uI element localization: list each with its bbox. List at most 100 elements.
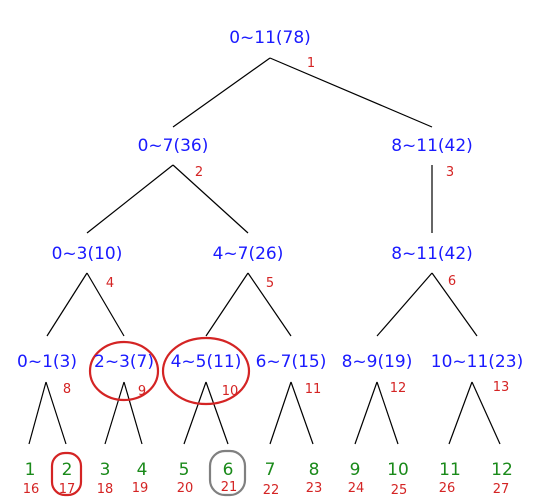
edge-8-16 <box>28 381 47 445</box>
edge-2-5 <box>172 164 249 234</box>
edge-9-18 <box>104 381 125 445</box>
edge-10-21 <box>205 381 229 445</box>
leaf-value: 12 <box>491 460 513 480</box>
edge-12-25 <box>376 381 399 445</box>
node-index: 10 <box>222 384 239 399</box>
node-index: 12 <box>390 381 407 396</box>
leaf-value: 3 <box>100 460 111 480</box>
leaf-value: 7 <box>265 460 276 480</box>
edge-5-10 <box>205 272 249 337</box>
leaf-node: 7 22 <box>263 460 280 498</box>
leaf-value: 5 <box>179 460 190 480</box>
edge-1-3 <box>269 57 433 128</box>
leaf-value: 1 <box>25 460 36 480</box>
tree-node: 4~7(26) 5 <box>213 244 284 291</box>
leaf-index: 23 <box>306 481 323 496</box>
node-label: 10~11(23) <box>431 352 523 372</box>
edge-9-19 <box>123 381 143 445</box>
leaf-node: 5 20 <box>177 460 194 496</box>
highlights <box>50 336 251 497</box>
edge-6-13 <box>431 272 478 337</box>
node-label: 6~7(15) <box>256 352 327 372</box>
highlight-ring-leaf-17 <box>50 451 83 497</box>
node-label: 4~5(11) <box>171 352 242 372</box>
node-index: 2 <box>195 165 203 180</box>
leaf-index: 16 <box>23 482 40 497</box>
node-index: 3 <box>446 165 454 180</box>
tree-node: 8~9(19) 12 <box>342 352 413 396</box>
node-label: 8~11(42) <box>391 136 473 156</box>
leaf-value: 11 <box>439 460 461 480</box>
tree-nodes: 0~11(78) 1 0~7(36) 2 8~11(42) 3 0~3(10) … <box>17 28 523 399</box>
node-label: 0~1(3) <box>17 352 77 372</box>
highlight-ring-node-10 <box>161 336 251 406</box>
edge-13-27 <box>471 381 501 445</box>
leaf-node: 4 19 <box>132 460 149 496</box>
leaf-index: 21 <box>221 480 238 495</box>
edge-10-20 <box>183 381 207 445</box>
node-label: 8~9(19) <box>342 352 413 372</box>
edge-8-17 <box>45 381 67 445</box>
node-index: 11 <box>305 382 322 397</box>
node-label: 0~3(10) <box>52 244 123 264</box>
leaf-node: 11 26 <box>439 460 461 496</box>
leaf-index: 27 <box>493 482 510 497</box>
edge-12-24 <box>354 381 378 445</box>
edge-13-26 <box>448 381 473 445</box>
leaf-node: 10 25 <box>387 460 409 498</box>
node-index: 9 <box>138 384 146 399</box>
tree-node: 0~7(36) 2 <box>138 136 209 180</box>
node-label: 0~7(36) <box>138 136 209 156</box>
tree-node: 4~5(11) 10 <box>171 352 242 399</box>
node-label: 2~3(7) <box>94 352 154 372</box>
node-index: 6 <box>448 274 456 289</box>
edge-6-12 <box>376 272 433 337</box>
tree-node: 8~11(42) 3 <box>391 136 473 180</box>
leaf-value: 4 <box>137 460 148 480</box>
node-label: 0~11(78) <box>229 28 311 48</box>
leaf-node: 8 23 <box>306 460 323 496</box>
leaf-index: 20 <box>177 481 194 496</box>
leaf-index: 24 <box>348 481 365 496</box>
edge-1-2 <box>172 57 271 128</box>
leaf-node: 12 27 <box>491 460 513 497</box>
leaf-value: 2 <box>62 460 73 480</box>
edge-5-11 <box>247 272 292 337</box>
leaf-node: 6 21 <box>221 460 238 495</box>
leaf-node: 1 16 <box>23 460 40 497</box>
edge-11-22 <box>269 381 292 445</box>
node-index: 4 <box>106 276 114 291</box>
tree-node: 0~1(3) 8 <box>17 352 77 397</box>
highlight-ring-leaf-21 <box>208 449 247 497</box>
edge-4-8 <box>46 272 88 337</box>
leaf-index: 19 <box>132 481 149 496</box>
leaf-index: 17 <box>59 482 76 497</box>
tree-node: 6~7(15) 11 <box>256 352 327 397</box>
leaf-value: 8 <box>309 460 320 480</box>
leaf-node: 9 24 <box>348 460 365 496</box>
highlight-ring-node-9 <box>88 340 160 402</box>
leaf-node: 3 18 <box>97 460 114 497</box>
leaf-index: 22 <box>263 483 280 498</box>
edge-11-23 <box>290 381 314 445</box>
leaf-node: 2 17 <box>59 460 76 497</box>
leaf-value: 9 <box>350 460 361 480</box>
tree-edges <box>28 57 501 445</box>
leaf-value: 10 <box>387 460 409 480</box>
leaf-index: 25 <box>391 483 408 498</box>
edge-2-4 <box>86 164 174 234</box>
tree-node: 2~3(7) 9 <box>94 352 154 399</box>
node-index: 8 <box>63 382 71 397</box>
tree-node: 10~11(23) 13 <box>431 352 523 395</box>
node-index: 5 <box>266 276 274 291</box>
node-label: 8~11(42) <box>391 244 473 264</box>
node-index: 1 <box>307 56 315 71</box>
node-index: 13 <box>493 380 510 395</box>
tree-node: 0~3(10) 4 <box>52 244 123 291</box>
tree-node: 8~11(42) 6 <box>391 244 473 289</box>
leaf-index: 26 <box>439 481 456 496</box>
leaf-index: 18 <box>97 482 114 497</box>
tree-node: 0~11(78) 1 <box>229 28 315 71</box>
edge-4-9 <box>86 272 125 337</box>
